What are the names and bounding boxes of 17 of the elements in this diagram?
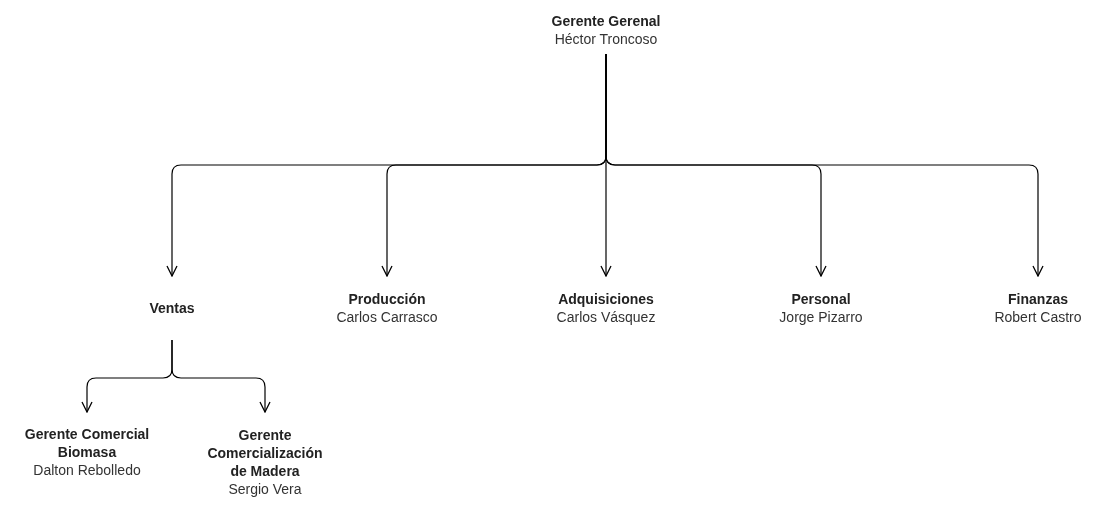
person-name: Carlos Vásquez	[556, 308, 656, 326]
person-name: Carlos Carrasco	[336, 308, 438, 326]
role-title: Personal	[791, 290, 851, 308]
person-name: Jorge Pizarro	[779, 308, 863, 326]
role-title: Finanzas	[1008, 290, 1068, 308]
person-name: Robert Castro	[994, 308, 1082, 326]
person-name: Héctor Troncoso	[554, 30, 658, 48]
role-title: Ventas	[149, 299, 195, 317]
person-name: Sergio Vera	[228, 480, 302, 498]
role-title: Gerente Gerenal	[551, 12, 661, 30]
connector-arrow	[171, 339, 271, 413]
person-name: Dalton Rebolledo	[33, 461, 141, 479]
role-title: Adquisiciones	[558, 290, 654, 308]
role-title: Producción	[348, 290, 426, 308]
role-title: Gerente Comercialización de Madera	[206, 426, 324, 480]
connector-arrow	[605, 53, 1044, 277]
role-title: Gerente Comercial Biomasa	[23, 425, 151, 461]
